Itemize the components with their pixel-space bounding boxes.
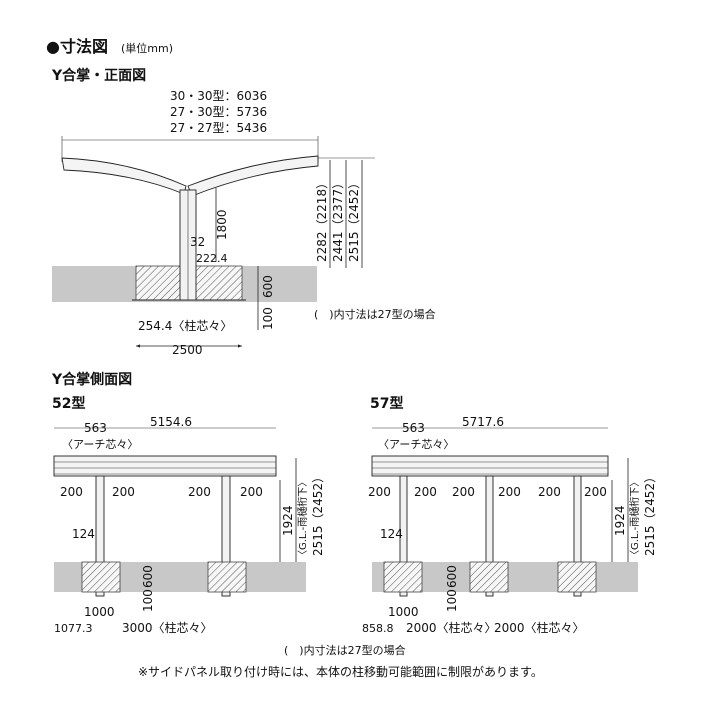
model-57-total: 5717.6 [462, 415, 504, 429]
front-roof-right [187, 155, 319, 197]
front-roof-left [61, 157, 187, 195]
front-height-2: 2441（2377） [331, 177, 345, 262]
model-57-arch: 563 [402, 421, 425, 435]
model-57-span-1: 2000〈柱芯々〉 [406, 620, 497, 635]
model-57-foundation-1 [383, 561, 423, 593]
model-57-200-5: 200 [538, 485, 561, 499]
model-57-858: 858.8 [362, 622, 394, 635]
model-52-arch-label: 〈アーチ芯々〉 [62, 437, 138, 451]
model-52-200-b: 200 [112, 485, 135, 499]
model-57-label: 57型 [370, 395, 403, 412]
front-note: ( )内寸法は27型の場合 [314, 307, 436, 321]
model-52-post-left [95, 475, 105, 597]
model-52-100: 100 [141, 589, 155, 612]
front-dim-1800: 1800 [215, 209, 229, 240]
model-57-post-1 [399, 475, 408, 597]
side-note: ( )内寸法は27型の場合 [284, 643, 406, 657]
model-57-200-1: 200 [368, 485, 391, 499]
model-57-arch-label: 〈アーチ芯々〉 [378, 437, 454, 451]
front-height-3: 2515（2452） [347, 177, 361, 262]
model-57-124: 124 [380, 527, 403, 541]
front-heading: Y合掌・正面図 [51, 67, 146, 84]
model-57-post-2 [485, 475, 494, 597]
front-view: 1800 32 222.4 2282（2218） 2441（2377） 2515… [52, 136, 436, 357]
unit-label: (単位mm) [121, 41, 173, 55]
front-dim-600: 600 [261, 275, 275, 298]
front-width-1: 30・30型：6036 [170, 89, 267, 103]
model-57-foundation-2 [469, 561, 509, 593]
front-width-3: 27・27型：5436 [170, 121, 267, 135]
model-52-200-c: 200 [188, 485, 211, 499]
model-52-post-right [221, 475, 231, 597]
front-dim-100: 100 [261, 307, 275, 330]
footnote: ※サイドパネル取り付け時には、本体の柱移動可能範囲に制限があります。 [138, 664, 543, 679]
side-heading: Y合掌側面図 [51, 371, 132, 388]
model-52-1924: 1924 [281, 505, 295, 536]
model-57-span-2: 2000〈柱芯々〉 [494, 620, 585, 635]
page-title: ●寸法図 [46, 37, 108, 56]
model-57-1000: 1000 [388, 605, 419, 619]
model-52-124: 124 [72, 527, 95, 541]
model-57-200-6: 200 [584, 485, 607, 499]
model-57-200-2: 200 [414, 485, 437, 499]
front-height-1: 2282（2218） [315, 177, 329, 262]
model-52-600: 600 [141, 565, 155, 588]
model-52-foundation-right [207, 561, 247, 593]
model-57-roof [371, 455, 609, 477]
model-52-gl-label: 〈G.L.-雨樋桁下〉 [296, 477, 309, 560]
front-dim-222: 222.4 [196, 252, 228, 265]
side-view-57: 57型 5717.6 563 〈アーチ芯々〉 200 200 200 200 2… [362, 395, 657, 635]
model-52-total: 5154.6 [150, 415, 192, 429]
model-52-arch: 563 [84, 421, 107, 435]
model-57-gl-label: 〈G.L.-雨樋桁下〉 [628, 477, 641, 560]
model-52-foundation-left [81, 561, 121, 593]
model-57-100: 100 [445, 589, 459, 612]
front-width-2: 27・30型：5736 [170, 105, 267, 119]
model-57-600: 600 [445, 565, 459, 588]
model-52-1077: 1077.3 [54, 622, 93, 635]
model-57-2515: 2515（2452） [643, 471, 657, 556]
front-dim-32: 32 [190, 235, 205, 249]
model-52-2515: 2515（2452） [311, 471, 325, 556]
model-52-roof [53, 455, 277, 477]
side-view-52: 52型 5154.6 563 〈アーチ芯々〉 200 200 200 200 1… [52, 395, 325, 635]
front-post-spacing: 254.4〈柱芯々〉 [138, 318, 232, 333]
model-57-post-3 [573, 475, 582, 597]
model-57-200-4: 200 [498, 485, 521, 499]
front-base-dim: 2500 [172, 343, 203, 357]
model-52-200-d: 200 [240, 485, 263, 499]
model-57-foundation-3 [557, 561, 597, 593]
model-52-1000: 1000 [84, 605, 115, 619]
model-57-200-3: 200 [452, 485, 475, 499]
model-57-1924: 1924 [613, 505, 627, 536]
model-52-200-a: 200 [60, 485, 83, 499]
model-52-label: 52型 [52, 395, 85, 412]
model-52-span: 3000〈柱芯々〉 [122, 620, 213, 635]
